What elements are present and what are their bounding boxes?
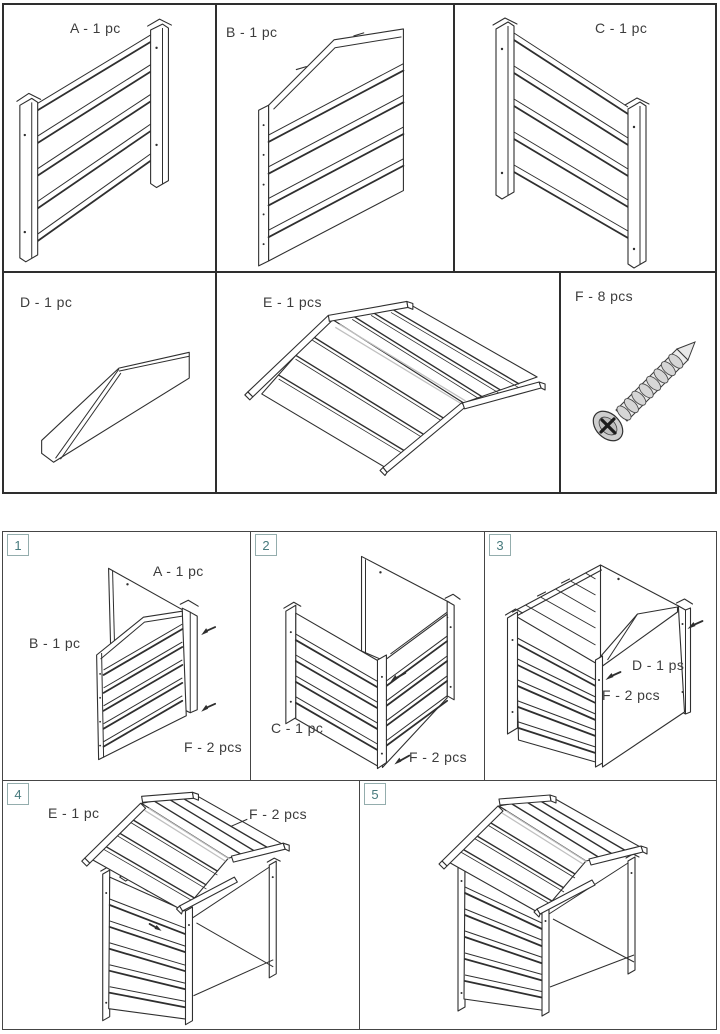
gable-trim-d <box>41 351 190 463</box>
part-c-drawing <box>492 17 650 269</box>
step-3-number: 3 <box>489 534 511 556</box>
step-5-number: 5 <box>364 783 386 805</box>
step-1-cell: 1 <box>3 532 251 780</box>
part-f-drawing <box>592 341 696 442</box>
step-4-number: 4 <box>7 783 29 805</box>
step-2-cell: 2 <box>251 532 485 780</box>
screw-arrow <box>390 672 407 682</box>
step-3-cell: 3 <box>485 532 716 780</box>
step-4-assembly <box>81 791 290 1026</box>
step-2-label-f: F - 2 pcs <box>409 749 468 765</box>
step-2-label-c: C - 1 pc <box>271 720 324 736</box>
step-1-label-f: F - 2 pcs <box>184 739 243 755</box>
step-4-cell: 4 <box>3 781 360 1029</box>
steps-grid: 1 <box>2 531 717 1030</box>
slatted-panel-c <box>492 17 650 269</box>
step-3-label-f: F - 2 pcs <box>602 687 661 703</box>
part-b-drawing <box>258 28 405 267</box>
step-4-drawing <box>81 791 290 1026</box>
screw-arrow <box>201 626 217 636</box>
screw-arrow <box>687 620 704 629</box>
step-2-number: 2 <box>255 534 277 556</box>
step-4-label-e: E - 1 pc <box>48 805 100 821</box>
step-1-assembly <box>96 567 217 761</box>
part-a-label: A - 1 pc <box>70 20 121 36</box>
step-4-label-f: F - 2 pcs <box>249 806 308 822</box>
screw-arrow <box>201 702 217 712</box>
step-5-cell: 5 <box>360 781 716 1029</box>
slatted-panel-a <box>16 18 172 263</box>
gable-panel-b <box>258 28 405 267</box>
part-d-drawing <box>41 351 190 463</box>
step-3-label-d: D - 1 ps <box>632 657 685 673</box>
part-f-label: F - 8 pcs <box>575 288 634 304</box>
screw-arrow <box>394 754 411 765</box>
screw-arrow <box>605 671 622 680</box>
step-1-drawing <box>96 567 217 761</box>
step-3-assembly <box>504 564 704 768</box>
part-cell-f: F - 8 pcs <box>561 273 715 492</box>
step-5-assembly <box>438 794 648 1017</box>
screw-icon <box>592 341 696 442</box>
part-cell-d: D - 1 pc <box>4 273 217 492</box>
step-2-assembly <box>283 555 461 770</box>
part-a-drawing <box>16 18 172 263</box>
roof-panel <box>438 794 648 918</box>
step-2-drawing <box>283 555 461 770</box>
step-1-number: 1 <box>7 534 29 556</box>
part-c-label: C - 1 pc <box>595 20 648 36</box>
part-cell-e: E - 1 pcs <box>217 273 561 492</box>
screw-arrow <box>148 923 162 931</box>
part-e-label: E - 1 pcs <box>263 294 322 310</box>
part-b-label: B - 1 pc <box>226 24 278 40</box>
step-1-label-a: A - 1 pc <box>153 563 204 579</box>
part-cell-b: B - 1 pc <box>217 5 455 271</box>
roof-panel <box>81 791 290 915</box>
parts-grid: A - 1 pc <box>2 3 717 494</box>
part-cell-a: A - 1 pc <box>4 5 217 271</box>
part-cell-c: C - 1 pc <box>455 5 715 271</box>
step-1-label-b: B - 1 pc <box>29 635 81 651</box>
step-3-drawing <box>504 564 704 768</box>
part-e-drawing <box>244 300 546 477</box>
roof-panel-e <box>244 300 546 477</box>
step-5-drawing <box>438 794 648 1017</box>
part-d-label: D - 1 pc <box>20 294 73 310</box>
